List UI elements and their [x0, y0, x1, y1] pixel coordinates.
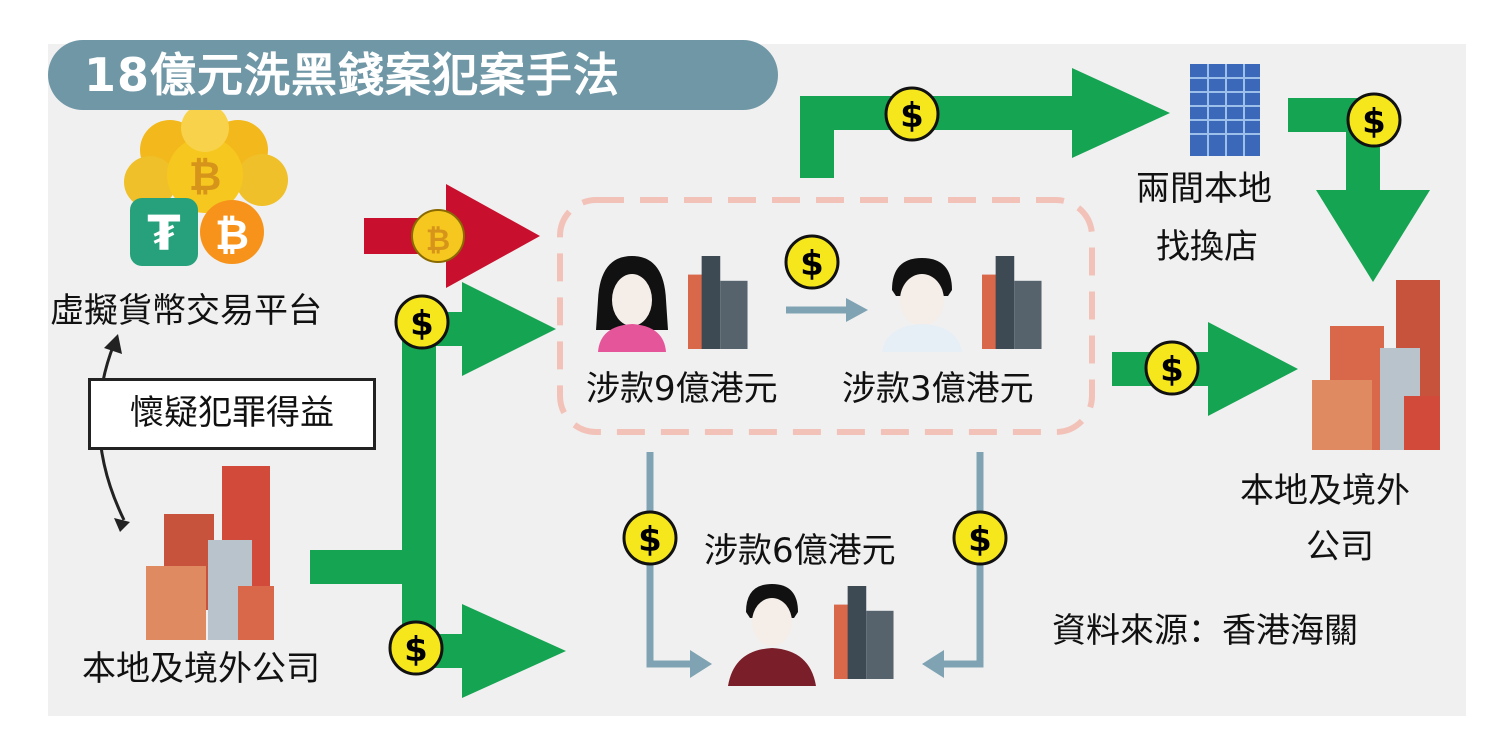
man1-amount-label: 涉款3億港元 — [842, 369, 1034, 409]
svg-text:$: $ — [900, 96, 924, 136]
local-overseas-companies-left-label: 本地及境外公司 — [82, 649, 320, 689]
crypto-coins-icon: ₿ ₮ ₿ — [124, 104, 288, 266]
company-buildings-left-icon — [146, 466, 274, 640]
svg-text:$: $ — [404, 630, 428, 670]
woman-amount-label: 涉款9億港元 — [586, 369, 778, 409]
tether-icon: ₮ — [147, 206, 180, 262]
svg-text:$: $ — [800, 244, 824, 284]
svg-text:$: $ — [968, 520, 992, 560]
man2-amount-label: 涉款6億港元 — [704, 531, 896, 571]
money-changer-building-icon — [1190, 64, 1260, 156]
local-overseas-companies-right-label-line2: 公司 — [1306, 527, 1374, 567]
building-icon — [834, 586, 894, 679]
dollar-coin-icon: $ — [952, 510, 1008, 566]
svg-text:$: $ — [410, 304, 434, 344]
building-icon — [982, 256, 1042, 349]
local-overseas-companies-right-label-line1: 本地及境外 — [1240, 471, 1410, 511]
money-changers-label-line2: 找換店 — [1156, 227, 1258, 267]
svg-text:$: $ — [1160, 350, 1184, 390]
dollar-coin-icon: $ — [1144, 340, 1200, 396]
green-arrow-top — [800, 68, 1170, 178]
woman-avatar-icon — [596, 256, 668, 352]
dollar-coin-icon: $ — [884, 86, 940, 142]
svg-text:$: $ — [1362, 102, 1386, 142]
source-note: 資料來源：香港海關 — [1052, 611, 1358, 651]
svg-text:₿: ₿ — [426, 223, 450, 258]
money-changers-label-line1: 兩間本地 — [1136, 169, 1272, 209]
svg-text:$: $ — [638, 520, 662, 560]
dollar-coin-icon: $ — [784, 234, 840, 290]
building-icon — [688, 256, 748, 349]
suspected-proceeds-label: 懷疑犯罪得益 — [88, 378, 376, 450]
man-avatar-icon — [882, 258, 962, 352]
company-buildings-right-icon — [1312, 280, 1440, 450]
green-arrow-left-trunk — [310, 282, 566, 698]
man-avatar-icon — [728, 584, 816, 686]
person-group-box — [557, 197, 1095, 435]
green-arrow-mid-right — [1112, 322, 1298, 416]
dollar-coin-icon: $ — [394, 294, 450, 350]
dollar-coin-icon: $ — [388, 620, 444, 676]
page-title: 18億元洗黑錢案犯案手法 — [48, 40, 778, 110]
crypto-platform-label: 虛擬貨幣交易平台 — [50, 291, 322, 331]
bitcoin-coin-icon: ₿ — [411, 209, 465, 263]
bitcoin-icon: ₿ — [215, 210, 249, 259]
dollar-coin-icons: $ $ $ $ $ $ $ $ — [388, 86, 1402, 676]
dollar-coin-icon: $ — [622, 510, 678, 566]
blue-arrows — [646, 306, 984, 668]
dollar-coin-icon: $ — [1346, 92, 1402, 148]
bitcoin-symbol: ₿ — [189, 154, 222, 200]
